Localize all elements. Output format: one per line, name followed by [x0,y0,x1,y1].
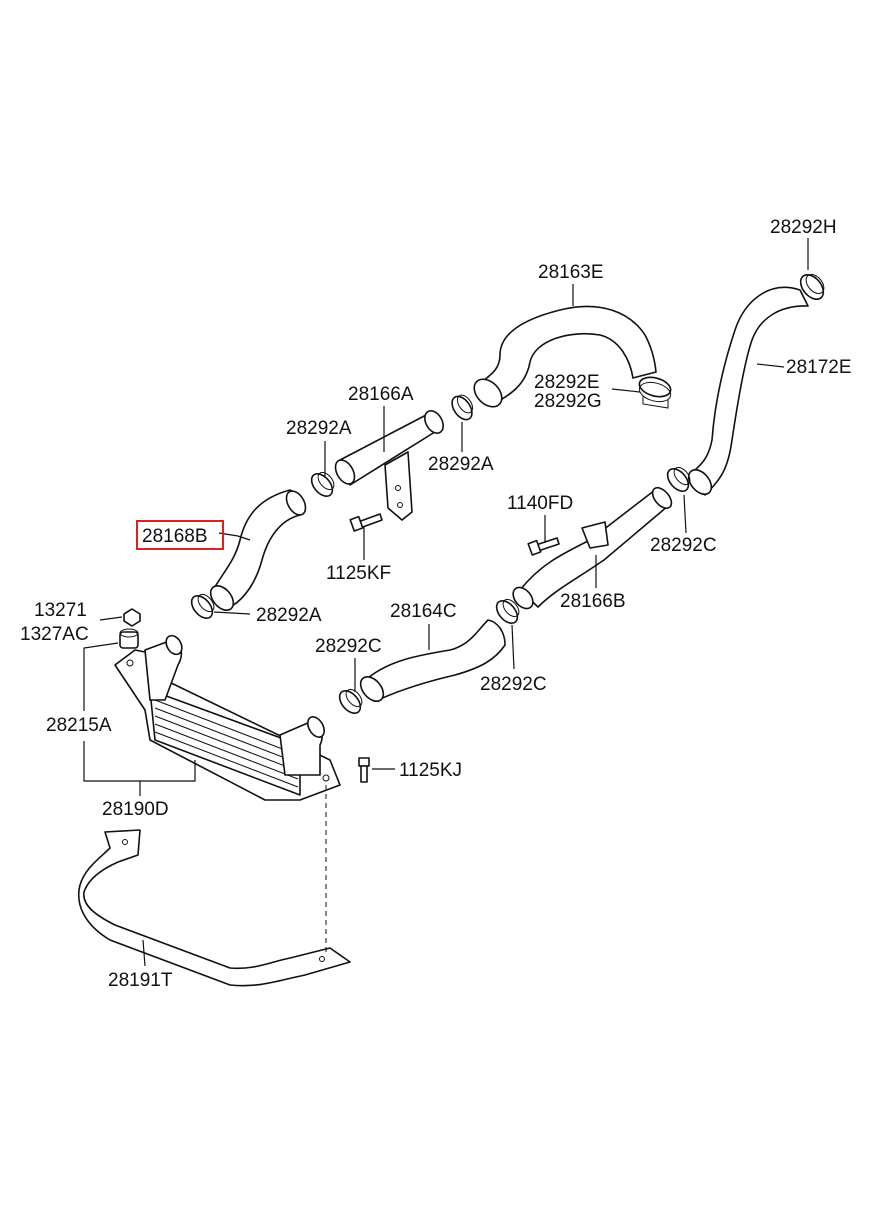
label-1125kj[interactable]: 1125KJ [399,760,462,781]
label-28166a[interactable]: 28166A [348,384,414,405]
highlight-box [136,520,224,550]
label-28292h[interactable]: 28292H [770,217,837,238]
clamp-28292c-right [666,466,691,493]
label-28190d[interactable]: 28190D [102,799,169,820]
pipe-28166b [512,486,673,610]
label-28292g[interactable]: 28292G [534,391,602,412]
label-28292a-low[interactable]: 28292A [256,605,322,626]
clamp-28292a-top [310,471,335,498]
leader-lines [83,238,809,967]
clamp-28292h [799,273,825,300]
pipe-28166a [334,410,444,521]
clamp-28292c-mid [338,688,363,715]
part-labels: 28292H 28163E 28172E 28292E 28292G 28166… [20,217,852,991]
insulator-1327ac [119,628,139,649]
hose-28168b [209,489,307,611]
label-28166b[interactable]: 28166B [560,591,626,612]
label-28292c-low[interactable]: 28292C [480,674,547,695]
hose-28164c [359,619,506,702]
clamp-28292a-low [190,593,215,620]
label-28172e[interactable]: 28172E [786,357,852,378]
label-1125kf[interactable]: 1125KF [326,563,391,584]
hose-28172e [687,286,809,496]
bracket-28191t [78,829,351,987]
label-28292c-mid[interactable]: 28292C [315,636,382,657]
label-28292a-mid[interactable]: 28292A [428,454,494,475]
intercooler-28190d [114,634,341,801]
clamp-28292c-low [495,598,520,625]
hose-28163e [473,305,657,408]
clamp-28292a-mid [451,394,474,421]
label-28292c-right[interactable]: 28292C [650,535,717,556]
label-1327ac[interactable]: 1327AC [20,624,89,645]
label-28292a-top[interactable]: 28292A [286,418,352,439]
bolt-1140fd [527,537,560,556]
label-28215a[interactable]: 28215A [46,715,112,736]
bolt-1125kj [358,757,370,783]
label-28191t[interactable]: 28191T [108,970,173,991]
bolt-1125kf [349,513,383,532]
label-28292e[interactable]: 28292E [534,372,600,393]
nut-13271 [123,608,141,627]
label-28164c[interactable]: 28164C [390,601,457,622]
clamp-28292e-28292g [638,376,672,409]
label-28168b[interactable]: 28168B [142,526,208,547]
label-13271[interactable]: 13271 [34,600,87,621]
label-28163e[interactable]: 28163E [538,262,604,283]
label-1140fd[interactable]: 1140FD [507,493,573,514]
